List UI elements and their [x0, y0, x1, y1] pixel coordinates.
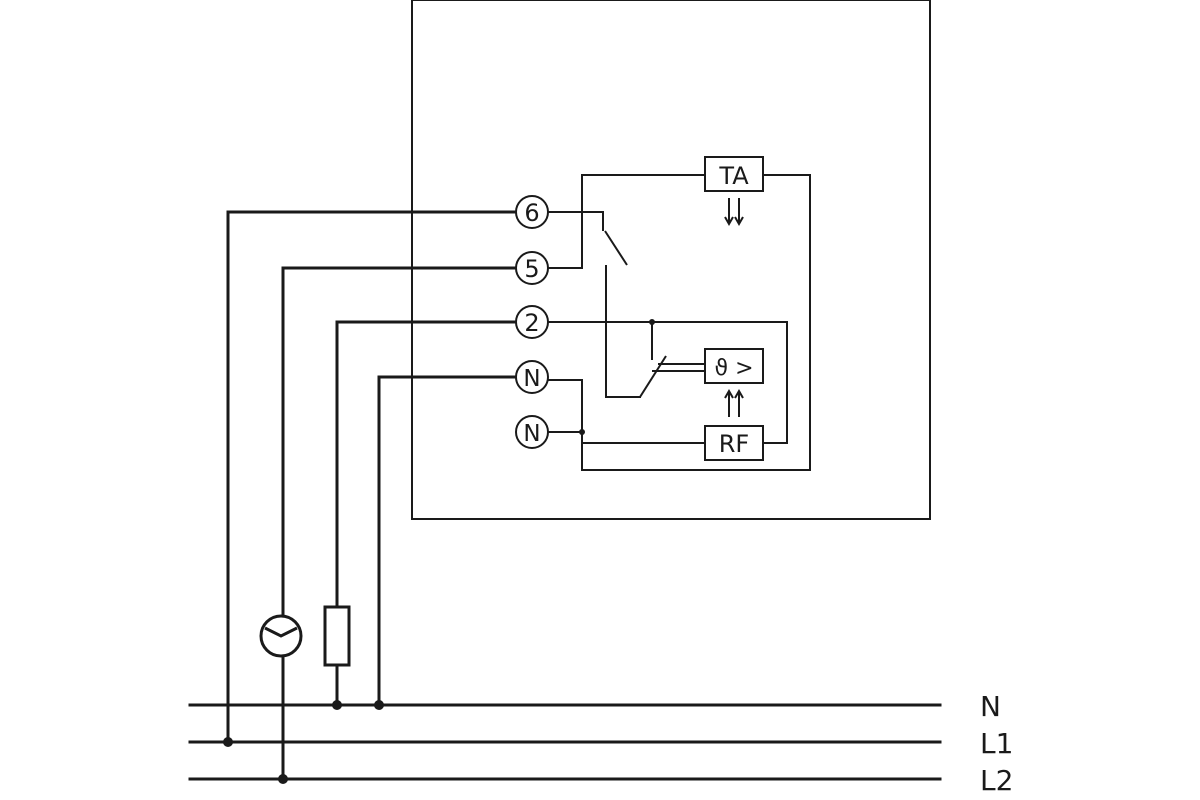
sensor-box — [704, 348, 764, 384]
wire-contact-left — [605, 265, 641, 398]
terminal-5: 5 — [515, 251, 549, 285]
junction-n — [374, 700, 384, 710]
rf-box — [704, 425, 764, 461]
terminal-n-upper-label: N — [523, 366, 540, 392]
wire-to-rf — [581, 432, 705, 444]
terminal-2: 2 — [515, 305, 549, 339]
wire-5-to-clock — [281, 266, 518, 618]
wire-6-internal — [548, 211, 604, 231]
rail-l2-label: L2 — [980, 764, 1013, 797]
terminal-n-upper: N — [515, 360, 549, 394]
contact-blade — [639, 355, 667, 398]
terminal-2-label: 2 — [524, 309, 539, 337]
terminal-6: 6 — [515, 195, 549, 229]
sensor-arrows-icon — [724, 388, 744, 417]
wire-ta-loop — [548, 174, 811, 471]
terminal-n-lower-label: N — [523, 421, 540, 447]
junction-l1 — [223, 737, 233, 747]
junction-n-resistor — [332, 700, 342, 710]
clock-icon — [259, 614, 303, 658]
wire-n-to-rail — [377, 375, 518, 707]
wire-6-to-l1 — [226, 210, 518, 744]
terminal-n-lower: N — [515, 415, 549, 449]
resistor-icon — [323, 605, 351, 667]
wire-2-to-resistor — [335, 320, 518, 609]
wire-2-internal — [548, 321, 788, 444]
rf-label: RF — [719, 430, 749, 458]
wire-5-internal — [548, 174, 705, 269]
device-housing — [411, 0, 931, 520]
terminal-5-label: 5 — [524, 255, 539, 283]
ta-arrows-icon — [724, 198, 744, 227]
junction-l2 — [278, 774, 288, 784]
terminal-6-label: 6 — [524, 199, 539, 227]
switch-contact — [604, 230, 628, 266]
ta-box — [704, 156, 764, 192]
rail-n-label: N — [980, 690, 1001, 723]
sensor-label: ϑ > — [714, 356, 753, 381]
rail-l1-label: L1 — [980, 727, 1013, 760]
ta-label: TA — [718, 162, 749, 190]
